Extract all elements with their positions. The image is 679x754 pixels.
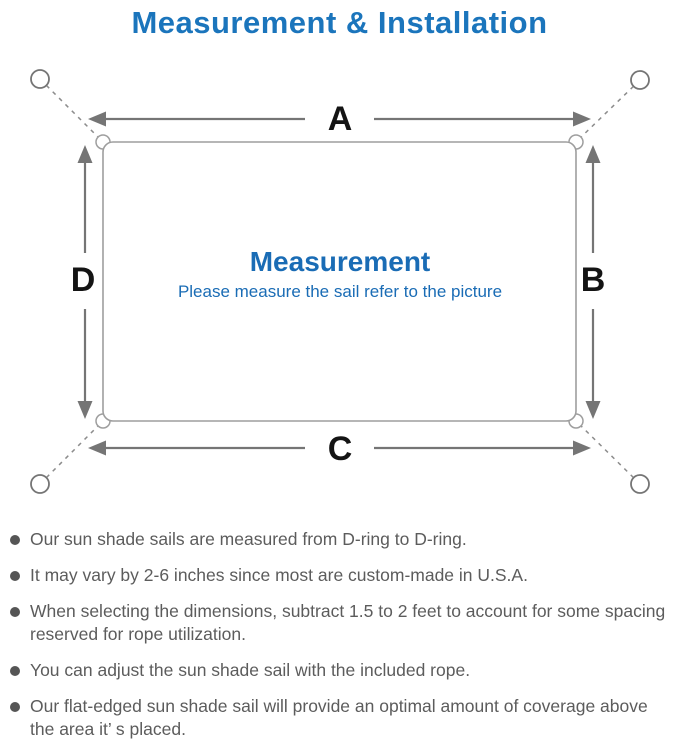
arrow-left-icon <box>88 440 106 456</box>
rope-line-bottom-right <box>575 420 641 485</box>
arrow-right-icon <box>573 440 591 456</box>
note-item: Our flat-edged sun shade sail will provi… <box>8 695 673 741</box>
note-item: You can adjust the sun shade sail with t… <box>8 659 673 682</box>
bullet-icon <box>10 702 20 712</box>
dim-label-c: C <box>328 430 353 468</box>
arrow-right-icon <box>573 111 591 127</box>
sail-rect <box>102 141 577 422</box>
measurement-diagram: A C D B Measurement Please measure the s… <box>0 57 679 522</box>
arrow-up-icon <box>585 145 601 163</box>
rope-line-bottom-left <box>39 420 104 485</box>
anchor-circle-bottom-right <box>630 474 650 494</box>
dim-label-d: D <box>71 261 96 299</box>
anchor-circle-top-right <box>630 70 650 90</box>
dim-label-a: A <box>328 100 353 138</box>
note-text: Our sun shade sails are measured from D-… <box>30 529 467 549</box>
rope-line-top-left <box>39 78 104 143</box>
note-text: Our flat-edged sun shade sail will provi… <box>30 696 648 739</box>
notes-list: Our sun shade sails are measured from D-… <box>0 528 679 754</box>
note-item: It may vary by 2-6 inches since most are… <box>8 564 673 587</box>
note-item: When selecting the dimensions, subtract … <box>8 600 673 646</box>
bullet-icon <box>10 571 20 581</box>
diagram-center-subtitle: Please measure the sail refer to the pic… <box>178 282 502 301</box>
anchor-circle-top-left <box>30 69 50 89</box>
note-text: You can adjust the sun shade sail with t… <box>30 660 471 680</box>
bullet-icon <box>10 607 20 617</box>
rope-line-top-right <box>575 79 641 143</box>
note-text: When selecting the dimensions, subtract … <box>30 601 666 644</box>
arrow-left-icon <box>88 111 106 127</box>
arrow-up-icon <box>77 145 93 163</box>
bullet-icon <box>10 666 20 676</box>
dim-label-b: B <box>581 261 606 299</box>
bullet-icon <box>10 535 20 545</box>
arrow-down-icon <box>77 401 93 419</box>
anchor-circle-bottom-left <box>30 474 50 494</box>
page-title: Measurement & Installation <box>131 5 548 40</box>
sail-diagram-svg: A C D B Measurement Please measure the s… <box>30 69 650 494</box>
note-item: Our sun shade sails are measured from D-… <box>8 528 673 551</box>
arrow-down-icon <box>585 401 601 419</box>
note-text: It may vary by 2-6 inches since most are… <box>30 565 528 585</box>
diagram-center-title: Measurement <box>250 246 431 277</box>
